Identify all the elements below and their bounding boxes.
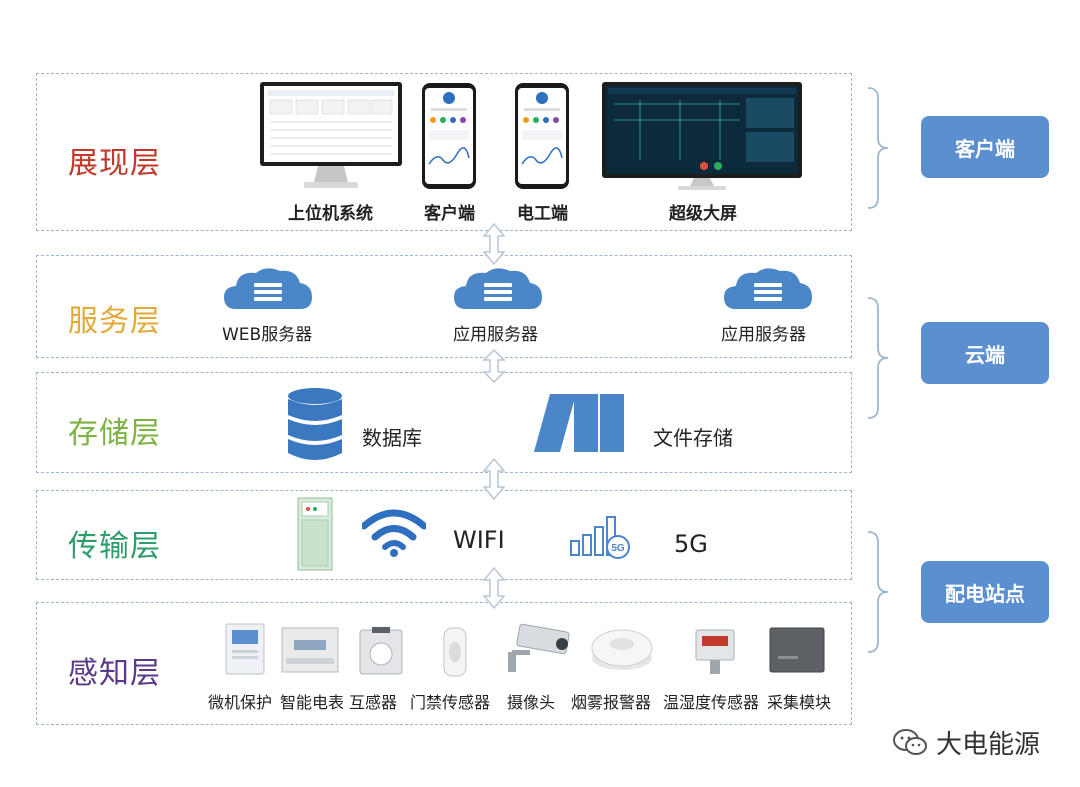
pc-monitor-icon [260,82,402,188]
cloud-server-icon [224,268,312,309]
double-arrow-icon [482,457,506,501]
double-arrow-icon [482,566,506,610]
wifi-icon [362,509,426,557]
layer-transport [36,490,852,580]
label-door-sensor: 门禁传感器 [410,693,491,712]
smart-meter-icon [281,627,339,673]
file-storage-icon [534,394,624,452]
big-screen-icon [602,82,802,190]
side-label-cloud: 云端 [921,322,1049,384]
label-big-screen: 超级大屏 [669,204,737,224]
double-arrow-icon [482,348,506,384]
electrician-phone-icon [515,83,569,189]
brace-icon [867,87,889,209]
acquisition-module-icon [769,627,825,673]
temp-humidity-sensor-icon [695,629,735,674]
camera-icon [508,623,570,672]
smoke-alarm-icon [591,629,653,670]
layer-service [36,255,852,358]
client-phone-icon [422,83,476,189]
label-relay-protection: 微机保护 [208,693,273,712]
label-web-server: WEB服务器 [222,325,313,345]
label-app-server: 应用服务器 [453,325,538,345]
label-host-system: 上位机系统 [288,204,373,224]
label-smoke-alarm: 烟雾报警器 [571,693,652,712]
label-database: 数据库 [362,426,422,450]
cloud-server-icon [724,268,812,309]
signal-5g-icon: 5G [570,516,630,559]
label-wifi: WIFI [453,526,505,554]
door-sensor-icon [443,627,467,677]
label-transformer: 互感器 [349,693,398,712]
double-arrow-icon [482,222,506,266]
label-app-server: 应用服务器 [721,325,806,345]
relay-protection-icon [225,623,265,675]
label-camera: 摄像头 [507,693,556,712]
brace-icon [867,297,889,419]
label-file-storage: 文件存储 [653,426,733,450]
layer-presentation [36,73,852,231]
layer-title-perception: 感知层 [68,656,161,691]
label-temp-humidity: 温湿度传感器 [663,693,760,712]
label-client-app: 客户端 [424,204,475,224]
label-electrician-app: 电工端 [517,204,568,224]
cloud-server-icon [454,268,542,309]
cabinet-icon [297,497,333,571]
layer-title-presentation: 展现层 [68,146,161,181]
wechat-icon [893,728,927,755]
layer-title-transport: 传输层 [68,529,161,564]
transformer-icon [359,627,403,675]
label-acquisition-module: 采集模块 [767,693,832,712]
database-icon [288,388,342,460]
watermark: 大电能源 [892,724,1040,761]
label-smart-meter: 智能电表 [280,693,345,712]
layer-title-storage: 存储层 [68,416,161,451]
side-label-client: 客户端 [921,116,1049,178]
layer-storage [36,372,852,473]
layer-title-service: 服务层 [68,304,161,339]
label-5g: 5G [674,530,708,558]
signal-5g-badge: 5G [611,543,625,554]
side-label-station: 配电站点 [921,561,1049,623]
watermark-text: 大电能源 [936,730,1041,760]
brace-icon [867,531,889,653]
layer-perception [36,602,852,725]
